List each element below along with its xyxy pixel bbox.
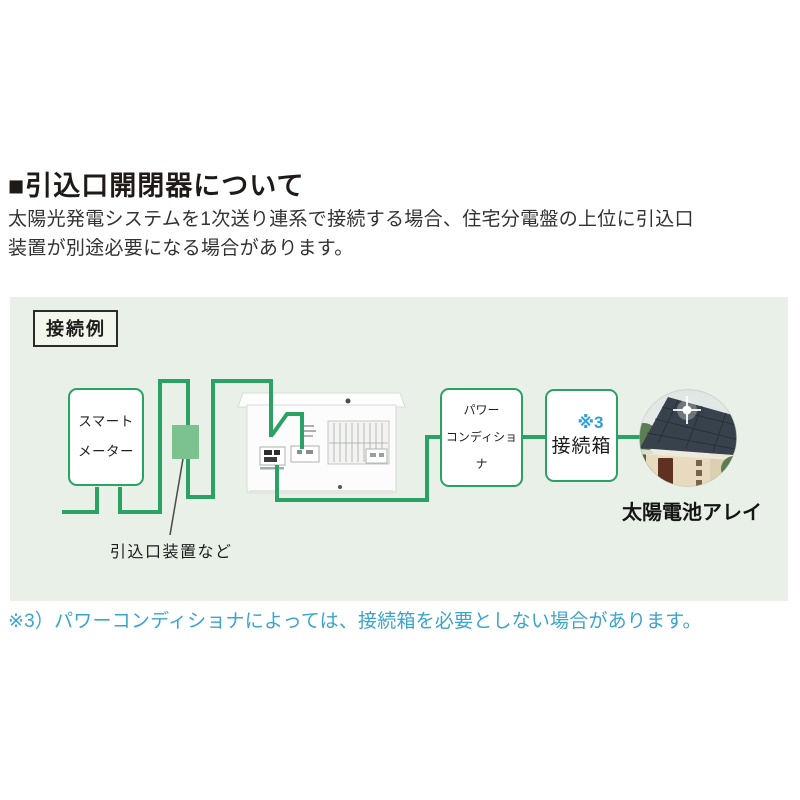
solar-array-label: 太陽電池アレイ (622, 502, 762, 524)
connection-example-diagram: 接続例 スマート メーター パワー コンディショナ ※3 接続箱 引込口装置など… (10, 297, 788, 601)
solar-house-photo (639, 389, 737, 487)
junction-box-note: ※3 (577, 412, 604, 432)
smart-meter-label-line2: メーター (78, 444, 134, 459)
intro-line-2: 装置が別途必要になる場合があります。 (8, 238, 354, 259)
diagram-caption: 接続例 (33, 310, 118, 347)
distribution-panel-photo (237, 392, 406, 494)
smart-meter-label-line1: スマート (78, 414, 134, 429)
photo-border (639, 389, 737, 487)
sun-glint-icon (673, 396, 701, 424)
pointer-line (169, 446, 186, 536)
junction-box-label: 接続箱 (551, 435, 612, 457)
inlet-device-label: 引込口装置など (110, 544, 233, 561)
power-conditioner-label-line2: コンディショナ (445, 430, 518, 471)
wire-lines (62, 379, 650, 514)
inlet-device-square (172, 425, 199, 459)
intro-paragraph: 太陽光発電システムを1次送り連系で接続する場合、住宅分電盤の上位に引込口 装置が… (8, 205, 794, 263)
power-conditioner-label-line1: パワー (463, 403, 500, 417)
solar-panel-lines (646, 399, 737, 453)
power-conditioner-box: パワー コンディショナ (440, 388, 523, 487)
intro-line-1: 太陽光発電システムを1次送り連系で接続する場合、住宅分電盤の上位に引込口 (8, 209, 694, 230)
section-heading: ■引込口開閉器について (8, 171, 305, 201)
smart-meter-box: スマート メーター (68, 388, 144, 486)
junction-box: ※3 接続箱 (545, 389, 618, 482)
footnote-text: ※3）パワーコンディショナによっては、接続箱を必要としない場合があります。 (8, 611, 702, 632)
diagram-graphics (62, 379, 737, 536)
